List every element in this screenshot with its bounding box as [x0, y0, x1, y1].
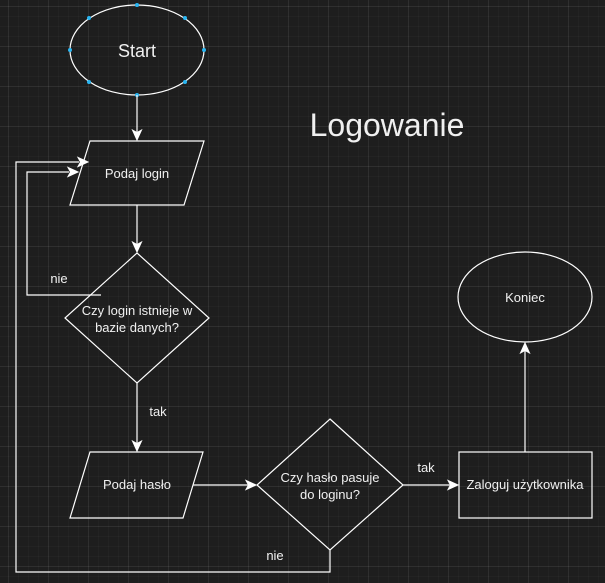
selection-handle[interactable]	[202, 48, 206, 52]
edge-start-to-podaj-login[interactable]	[131, 95, 143, 142]
arrowhead	[131, 128, 143, 142]
czy-haslo-label-line2: do loginu?	[300, 487, 360, 502]
arrowhead	[244, 479, 258, 491]
edge-label-haslo-tak: tak	[417, 460, 435, 475]
edge-label-login-tak: tak	[149, 404, 167, 419]
czy-login-label-line1: Czy login istnieje w	[82, 303, 193, 318]
selection-handle[interactable]	[183, 80, 187, 84]
edge-czy-haslo-tak[interactable]: tak	[403, 460, 460, 491]
node-zaloguj[interactable]: Zaloguj użytkownika	[458, 451, 593, 519]
node-koniec[interactable]: Koniec	[457, 251, 593, 343]
podaj-haslo-shape	[69, 451, 204, 519]
edge-line	[15, 161, 331, 573]
edge-podaj-login-to-czy-login[interactable]	[131, 205, 143, 254]
selection-handles[interactable]	[68, 3, 206, 97]
arrowhead	[519, 341, 531, 355]
edge-label-login-nie: nie	[50, 271, 67, 286]
edge-czy-login-nie[interactable]: nie	[26, 166, 101, 296]
czy-login-shape	[64, 252, 210, 384]
edge-line	[26, 171, 101, 296]
arrowhead	[131, 240, 143, 254]
node-czy-haslo[interactable]: Czy hasło pasuje do loginu?	[256, 418, 404, 551]
czy-login-label-line2: bazie danych?	[95, 320, 179, 335]
node-start[interactable]: Start	[68, 3, 206, 97]
node-czy-login[interactable]: Czy login istnieje w bazie danych?	[64, 252, 210, 384]
edge-czy-haslo-nie[interactable]: nie	[15, 156, 331, 573]
podaj-login-shape	[69, 140, 205, 206]
podaj-haslo-label: Podaj hasło	[103, 477, 171, 492]
node-podaj-haslo[interactable]: Podaj hasło	[69, 451, 204, 519]
arrowhead	[66, 166, 80, 178]
edge-podaj-haslo-to-czy-haslo[interactable]	[193, 479, 258, 491]
selection-handle[interactable]	[135, 3, 139, 7]
arrowhead	[131, 439, 143, 453]
czy-haslo-label-line1: Czy hasło pasuje	[281, 470, 380, 485]
edge-zaloguj-to-koniec[interactable]	[519, 341, 531, 452]
edge-czy-login-tak[interactable]: tak	[131, 383, 168, 453]
edge-label-haslo-nie: nie	[266, 548, 283, 563]
selection-handle[interactable]	[68, 48, 72, 52]
podaj-login-label: Podaj login	[105, 166, 169, 181]
arrowhead	[76, 156, 90, 168]
selection-handle[interactable]	[87, 80, 91, 84]
zaloguj-label: Zaloguj użytkownika	[466, 477, 584, 492]
selection-handle[interactable]	[183, 16, 187, 20]
arrowhead	[446, 479, 460, 491]
selection-handle[interactable]	[87, 16, 91, 20]
diagram-title: Logowanie	[310, 107, 465, 143]
node-podaj-login[interactable]: Podaj login	[69, 140, 205, 206]
start-label: Start	[118, 41, 156, 61]
koniec-label: Koniec	[505, 290, 545, 305]
